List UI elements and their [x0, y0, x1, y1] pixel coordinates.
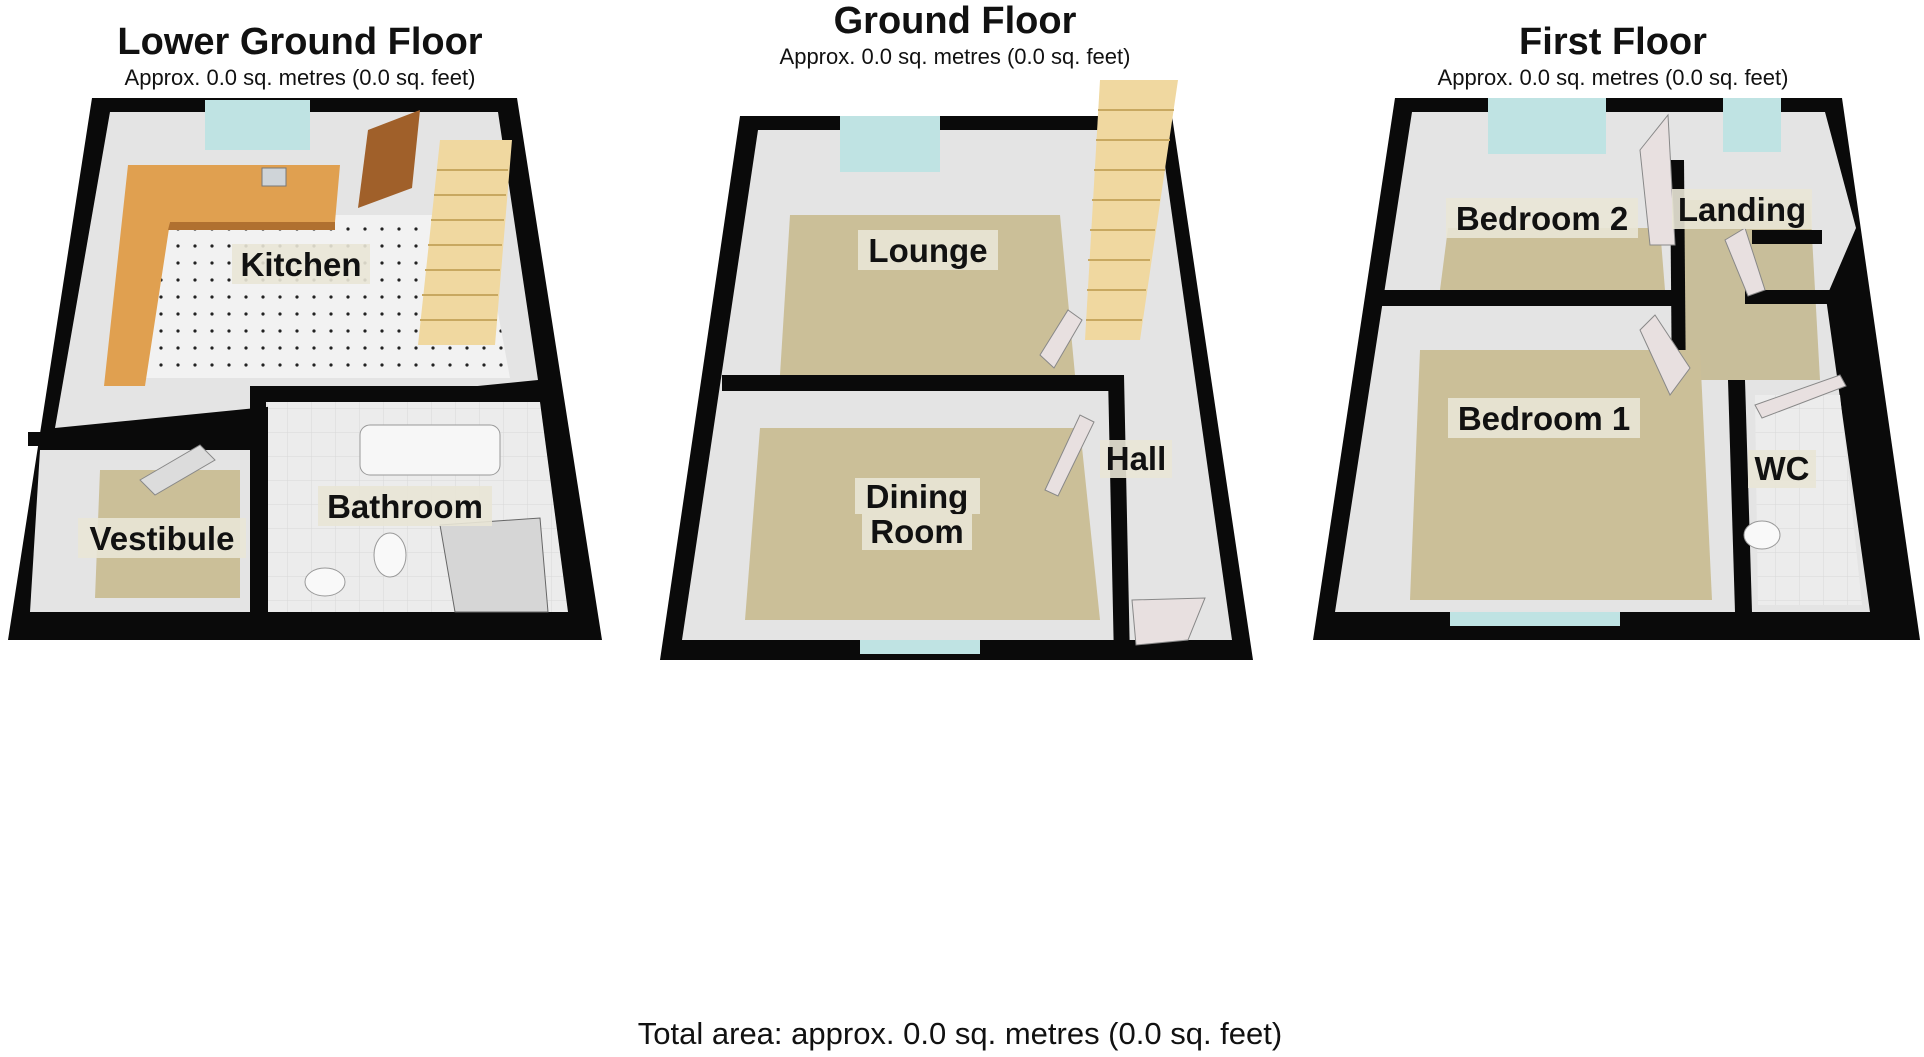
- bedroom1-door: [1639, 314, 1691, 396]
- room-label-vestibule: Vestibule: [90, 520, 235, 557]
- kitchen-worktop: [104, 165, 340, 386]
- kitchen-door: [358, 110, 420, 208]
- front-door: [1131, 597, 1206, 646]
- first-floor-plan: [1313, 98, 1920, 640]
- bathroom-toilet: [373, 532, 407, 578]
- room-label-lounge: Lounge: [868, 232, 987, 269]
- room-label-landing: Landing: [1678, 191, 1806, 228]
- room-label-bathroom: Bathroom: [327, 488, 483, 525]
- first-floor-title: First Floor: [1519, 21, 1707, 63]
- vestibule-door: [139, 444, 216, 496]
- ground-floor-plan: [660, 80, 1253, 660]
- bedroom1-window: [1450, 612, 1620, 626]
- bedroom2-door: [1639, 113, 1676, 246]
- bathtub: [359, 424, 501, 476]
- room-label-room: Room: [870, 513, 964, 550]
- lower-stairs: [418, 140, 512, 345]
- kitchen-sink: [261, 167, 287, 187]
- room-label-bedroom-1: Bedroom 1: [1458, 400, 1630, 437]
- wc-door: [1754, 374, 1847, 419]
- bedroom2-floor: [1440, 228, 1665, 290]
- room-label-kitchen: Kitchen: [240, 246, 361, 283]
- lower-ground-floor-title: Lower Ground Floor: [117, 21, 482, 63]
- kitchen-window: [205, 100, 310, 150]
- bedroom2-window: [1488, 98, 1606, 154]
- first-floor-area: Approx. 0.0 sq. metres (0.0 sq. feet): [1438, 65, 1789, 90]
- total-area-footer: Total area: approx. 0.0 sq. metres (0.0 …: [638, 1016, 1282, 1051]
- dining-window: [860, 640, 980, 654]
- ground-floor-title: Ground Floor: [834, 0, 1077, 42]
- ground-stairs: [1085, 80, 1178, 340]
- lounge-door: [1039, 309, 1083, 369]
- bathroom-basin: [304, 567, 346, 597]
- shower-enclosure: [439, 517, 549, 613]
- wc-toilet: [1743, 520, 1781, 550]
- wc-floor: [1755, 395, 1862, 605]
- room-label-dining: Dining: [866, 478, 969, 515]
- lower-ground-floor-area: Approx. 0.0 sq. metres (0.0 sq. feet): [125, 65, 476, 90]
- lounge-window: [840, 116, 940, 172]
- landing-cupboard-door: [1724, 227, 1766, 297]
- ground-floor-area: Approx. 0.0 sq. metres (0.0 sq. feet): [780, 44, 1131, 69]
- lower-ground-floor-plan: [8, 98, 602, 640]
- room-label-wc: WC: [1755, 450, 1810, 487]
- landing-window: [1723, 98, 1781, 152]
- room-label-hall: Hall: [1106, 440, 1167, 477]
- room-label-bedroom-2: Bedroom 2: [1456, 200, 1628, 237]
- dining-door: [1044, 414, 1095, 497]
- lounge-floor: [780, 215, 1075, 375]
